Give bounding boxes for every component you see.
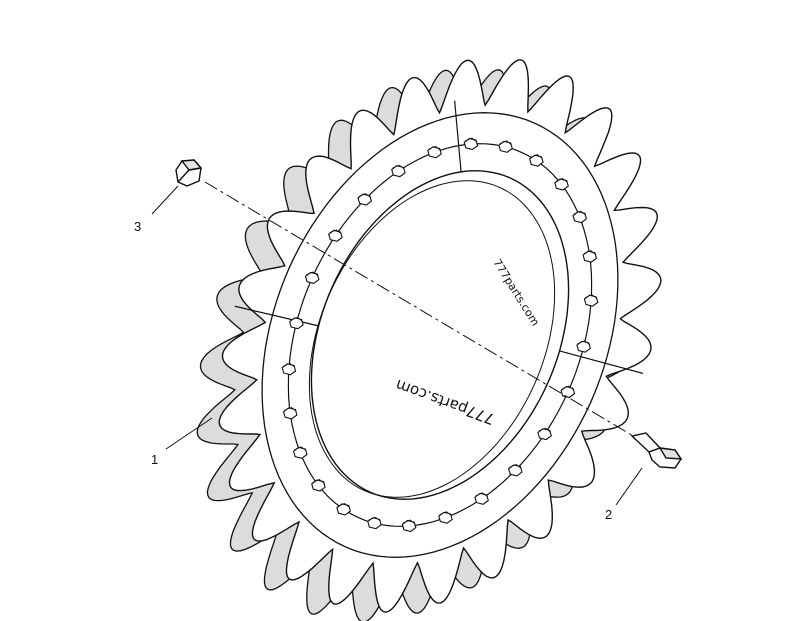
bolt-head — [304, 271, 320, 284]
callout-3: 3 — [134, 219, 142, 234]
assembly-center-line — [204, 181, 641, 441]
bolt-head — [336, 502, 351, 516]
bolt-head — [572, 210, 588, 224]
bolt-head — [328, 229, 343, 242]
sprocket-segment-ring — [196, 59, 662, 621]
segment-joint-1 — [559, 350, 644, 374]
bolt-head — [391, 164, 406, 178]
bolt-head — [474, 492, 489, 505]
bolt-head — [576, 340, 591, 353]
bolt-head — [507, 463, 523, 477]
bolt-head — [560, 385, 576, 399]
bolt-head — [357, 193, 373, 206]
callout-2: 2 — [605, 507, 613, 522]
bolt-head — [289, 316, 304, 330]
bolt-head — [281, 362, 297, 376]
bolt-heads — [281, 137, 599, 533]
bolt-head — [582, 250, 598, 263]
bolt-head — [498, 140, 513, 153]
bolt-head — [427, 145, 442, 159]
segment-joint-3 — [454, 100, 462, 172]
bolt-head — [463, 137, 479, 151]
bolt-head — [311, 479, 326, 492]
bolt-head — [583, 294, 599, 307]
bolt-head — [401, 519, 417, 533]
bolt-head — [529, 154, 544, 167]
bolt-part-2 — [630, 432, 683, 469]
bolt-head — [438, 511, 453, 524]
bolt-head — [292, 446, 308, 459]
bolt-head — [537, 427, 552, 441]
callout-1: 1 — [151, 452, 159, 467]
bolt-head — [554, 178, 569, 191]
nut-part-3 — [175, 159, 203, 187]
bolt-head — [367, 516, 382, 530]
segment-joint-2 — [234, 305, 319, 327]
leader-lines — [151, 185, 643, 506]
bolt-head — [282, 406, 298, 420]
sprocket-inner-edge — [308, 180, 556, 498]
